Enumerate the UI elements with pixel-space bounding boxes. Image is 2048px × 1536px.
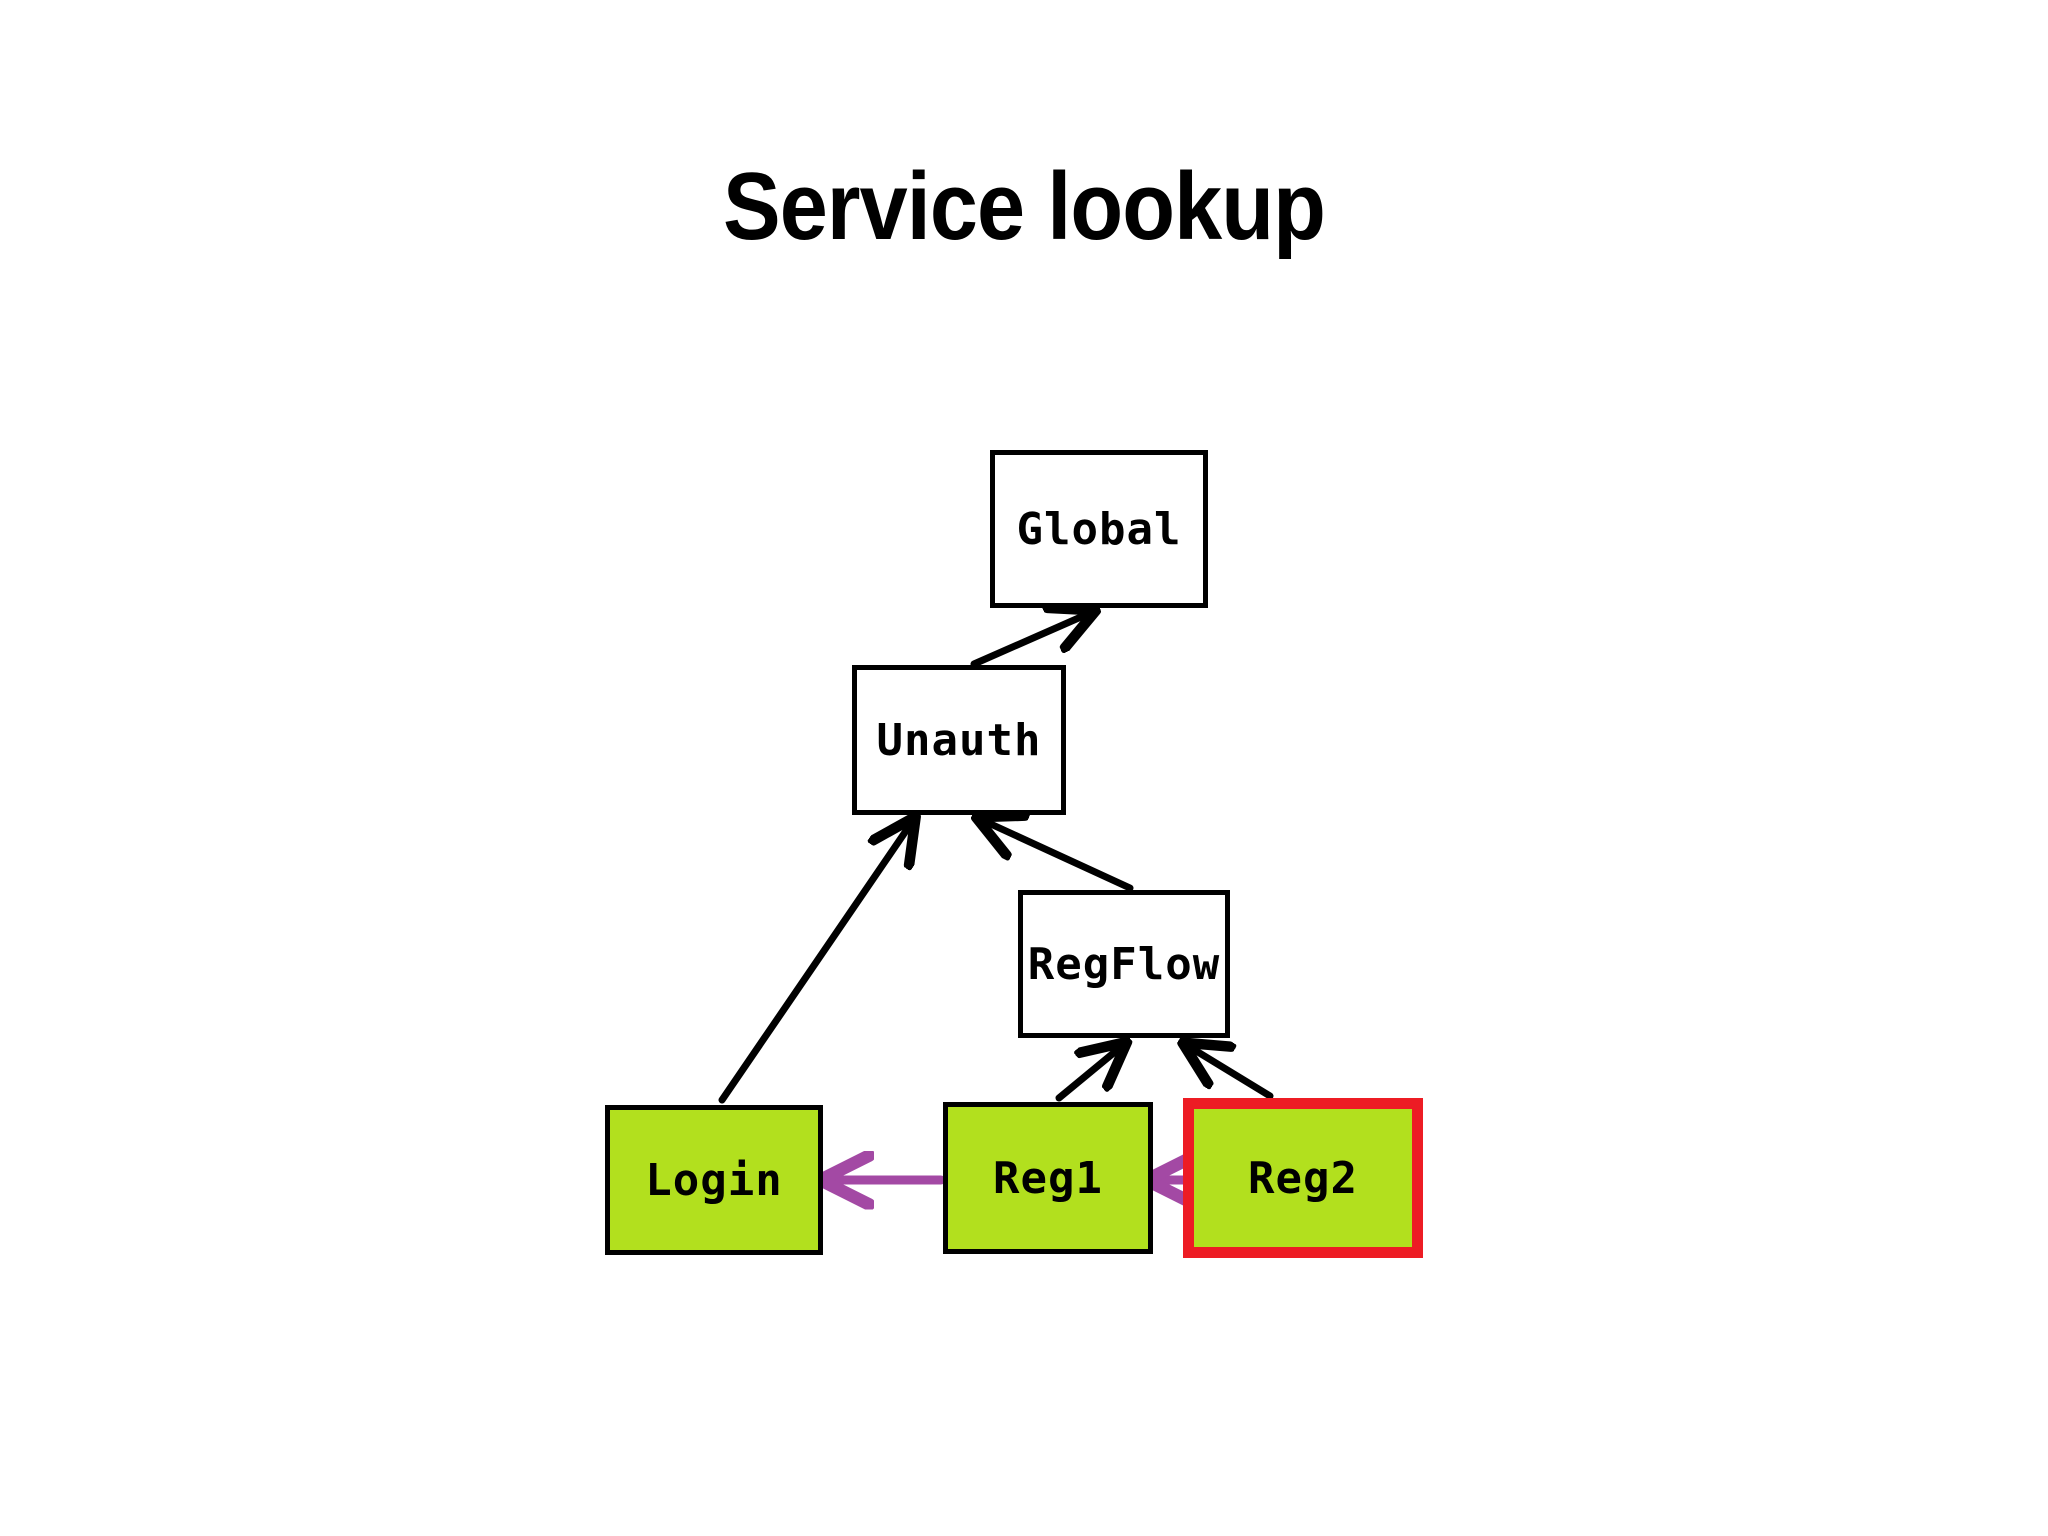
- edge-reg1-regflow: [1055, 1046, 1122, 1102]
- edge-unauth-global: [970, 613, 1090, 668]
- node-login-label: Login: [645, 1154, 783, 1206]
- node-reg1-label: Reg1: [993, 1152, 1103, 1204]
- edge-reg2-regflow: [1188, 1046, 1274, 1100]
- node-reg2-selected[interactable]: Reg2: [1183, 1098, 1423, 1258]
- node-global-label: Global: [1016, 503, 1182, 555]
- node-reg1[interactable]: Reg1: [943, 1102, 1153, 1254]
- edge-regflow-unauth: [982, 820, 1134, 892]
- node-login[interactable]: Login: [605, 1105, 823, 1255]
- node-unauth-label: Unauth: [876, 714, 1042, 766]
- node-regflow[interactable]: RegFlow: [1018, 890, 1230, 1038]
- node-reg2-label: Reg2: [1248, 1152, 1358, 1204]
- page-title: Service lookup: [722, 153, 1326, 260]
- node-regflow-label: RegFlow: [1027, 938, 1221, 990]
- edge-login-unauth: [718, 822, 912, 1104]
- node-unauth[interactable]: Unauth: [852, 665, 1066, 815]
- node-global[interactable]: Global: [990, 450, 1208, 608]
